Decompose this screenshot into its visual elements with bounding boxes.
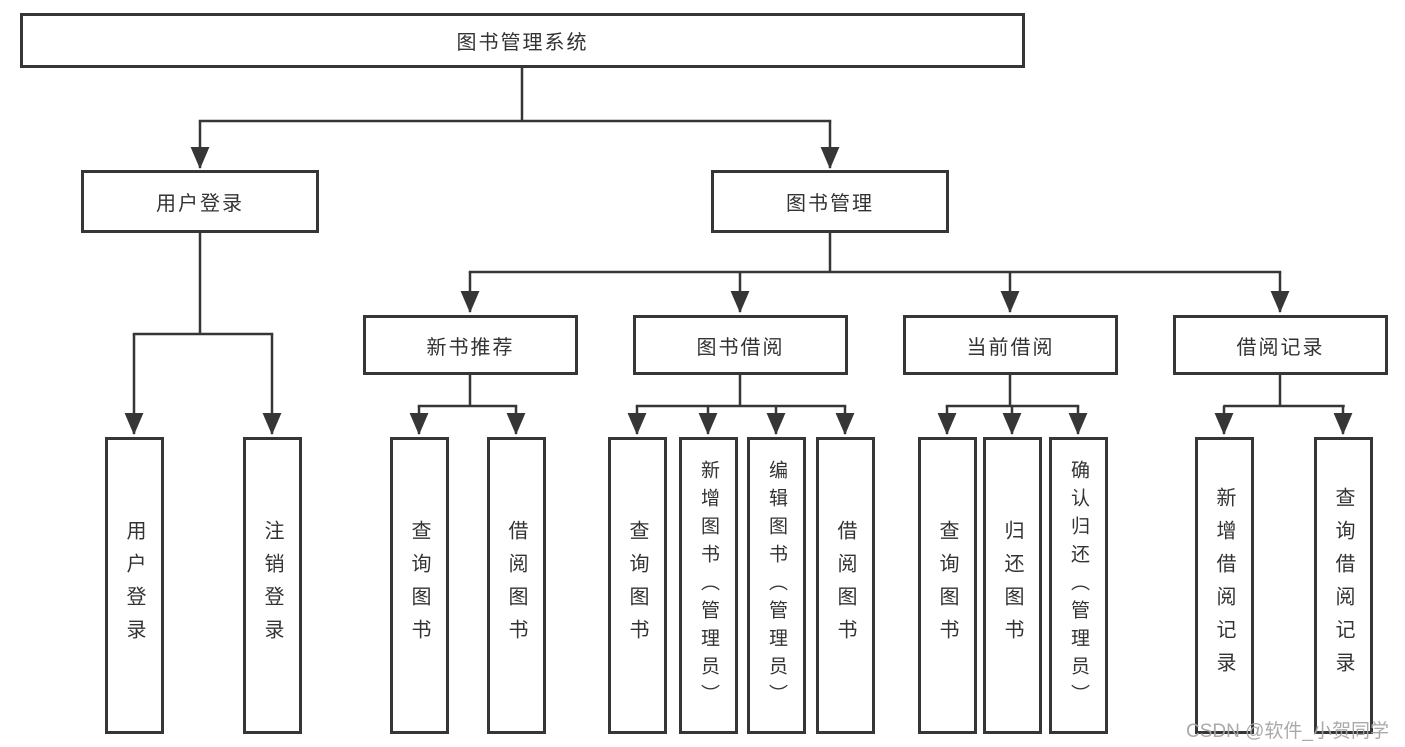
leaf-query-books-current: 查询图书 <box>918 437 977 734</box>
leaf-return-books: 归还图书 <box>983 437 1042 734</box>
node-label: 用户登录 <box>123 519 145 652</box>
leaf-confirm-return-admin: 确认归还（管理员） <box>1049 437 1108 734</box>
node-book-borrowing: 图书借阅 <box>633 315 848 375</box>
leaf-logout: 注销登录 <box>243 437 302 734</box>
csdn-watermark: CSDN @软件_小贺同学 <box>1186 721 1389 742</box>
leaf-add-books-admin: 新增图书（管理员） <box>679 437 738 734</box>
leaf-borrow-books-recommend: 借阅图书 <box>487 437 546 734</box>
node-label: 查询图书 <box>408 519 430 652</box>
node-label: 确认归还（管理员） <box>1068 459 1089 712</box>
node-label: 借阅图书 <box>834 519 856 652</box>
node-label: 查询图书 <box>936 519 958 652</box>
node-label: 新书推荐 <box>426 336 515 359</box>
leaf-query-borrow-record: 查询借阅记录 <box>1314 437 1373 734</box>
node-user-login-module: 用户登录 <box>81 170 319 233</box>
node-label: 图书借阅 <box>696 336 785 359</box>
leaf-add-borrow-record: 新增借阅记录 <box>1195 437 1254 734</box>
node-label: 查询借阅记录 <box>1332 486 1354 685</box>
node-label: 借阅图书 <box>505 519 527 652</box>
node-label: 当前借阅 <box>966 336 1055 359</box>
node-label: 借阅记录 <box>1236 336 1325 359</box>
node-label: 新增图书（管理员） <box>698 459 719 712</box>
node-book-management-module: 图书管理 <box>711 170 949 233</box>
node-label: 图书管理系统 <box>456 32 589 54</box>
node-new-book-recommendation: 新书推荐 <box>363 315 578 375</box>
node-label: 查询图书 <box>626 519 648 652</box>
node-current-borrowing: 当前借阅 <box>903 315 1118 375</box>
node-label: 新增借阅记录 <box>1213 486 1235 685</box>
node-label: 图书管理 <box>786 193 874 215</box>
leaf-borrow-books-borrowing: 借阅图书 <box>816 437 875 734</box>
leaf-user-login: 用户登录 <box>105 437 164 734</box>
leaf-edit-books-admin: 编辑图书（管理员） <box>747 437 806 734</box>
node-library-management-system: 图书管理系统 <box>20 13 1025 68</box>
node-label: 编辑图书（管理员） <box>766 459 787 712</box>
node-label: 用户登录 <box>156 193 244 215</box>
leaf-query-books-recommend: 查询图书 <box>390 437 449 734</box>
node-borrowing-records: 借阅记录 <box>1173 315 1388 375</box>
leaf-query-books-borrowing: 查询图书 <box>608 437 667 734</box>
node-label: 归还图书 <box>1001 519 1023 652</box>
node-label: 注销登录 <box>261 519 283 652</box>
